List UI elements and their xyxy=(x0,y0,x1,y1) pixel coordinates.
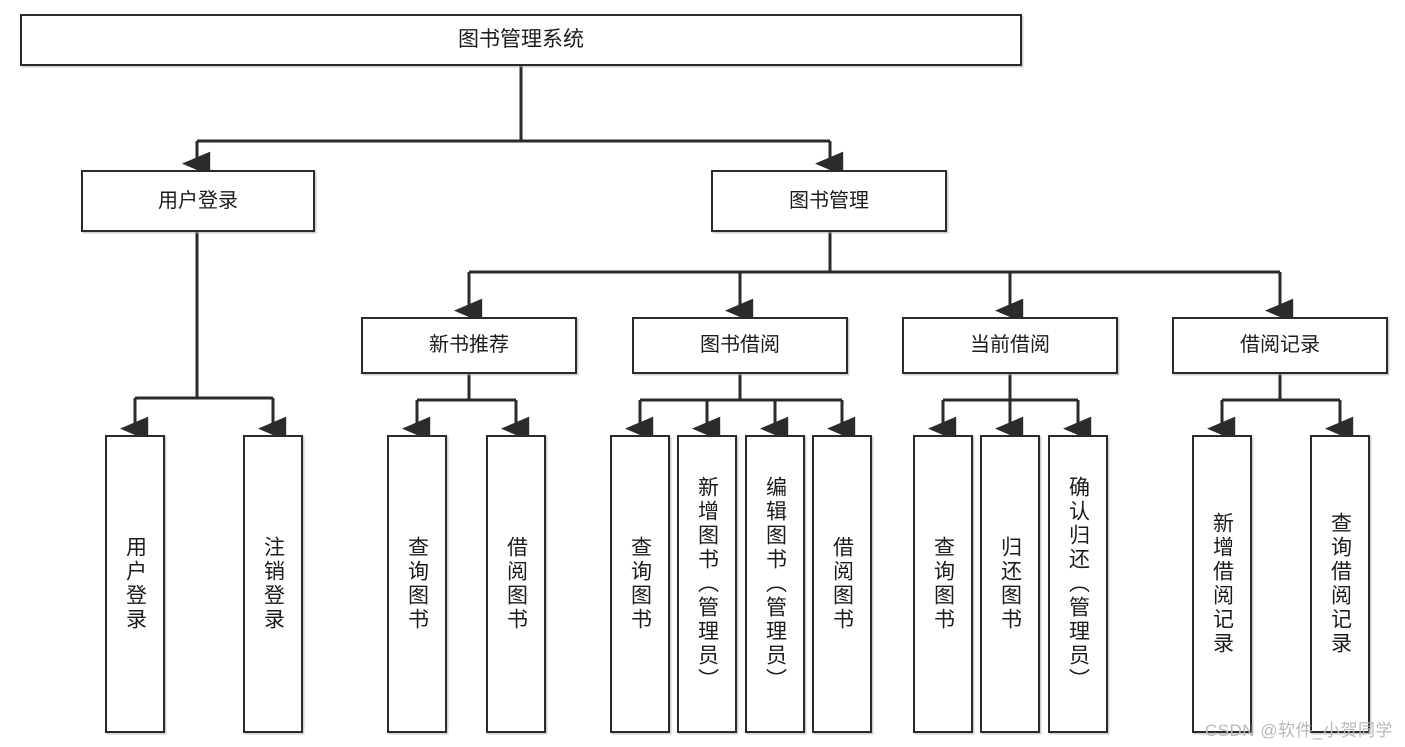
node-leaf-nbr-query-book[interactable]: 查询图书 xyxy=(387,435,447,733)
node-root-book-management-system[interactable]: 图书管理系统 xyxy=(20,14,1022,66)
node-label: 图书借阅 xyxy=(700,334,780,356)
node-label: 编辑图书（管理员） xyxy=(763,476,787,692)
node-current-borrow[interactable]: 当前借阅 xyxy=(902,317,1118,374)
node-label: 当前借阅 xyxy=(970,334,1050,356)
node-borrow-record[interactable]: 借阅记录 xyxy=(1172,317,1388,374)
node-label: 归还图书 xyxy=(998,536,1022,632)
node-leaf-bb-query-book[interactable]: 查询图书 xyxy=(610,435,670,733)
node-leaf-bb-add-book[interactable]: 新增图书（管理员） xyxy=(677,435,737,733)
node-label: 新增图书（管理员） xyxy=(695,476,719,692)
watermark-text: CSDN @软件_小贺同学 xyxy=(1204,721,1393,740)
node-label: 借阅图书 xyxy=(504,536,528,632)
node-label: 查询借阅记录 xyxy=(1328,512,1352,656)
node-label: 借阅图书 xyxy=(830,536,854,632)
node-label: 新增借阅记录 xyxy=(1210,512,1234,656)
node-leaf-nbr-borrow-book[interactable]: 借阅图书 xyxy=(486,435,546,733)
node-leaf-cb-return-book[interactable]: 归还图书 xyxy=(980,435,1040,733)
node-label: 用户登录 xyxy=(158,189,238,212)
node-leaf-user-login-signout[interactable]: 注销登录 xyxy=(243,435,303,733)
node-leaf-br-query-record[interactable]: 查询借阅记录 xyxy=(1310,435,1370,733)
node-book-management[interactable]: 图书管理 xyxy=(711,170,947,232)
node-leaf-cb-query-book[interactable]: 查询图书 xyxy=(913,435,973,733)
node-label: 用户登录 xyxy=(123,536,147,632)
node-label: 注销登录 xyxy=(261,536,285,632)
node-leaf-br-add-record[interactable]: 新增借阅记录 xyxy=(1192,435,1252,733)
node-label: 新书推荐 xyxy=(429,334,509,356)
node-label: 图书管理 xyxy=(789,189,869,212)
node-user-login[interactable]: 用户登录 xyxy=(81,170,315,232)
node-leaf-bb-edit-book[interactable]: 编辑图书（管理员） xyxy=(745,435,805,733)
node-label: 查询图书 xyxy=(931,536,955,632)
node-label: 确认归还（管理员） xyxy=(1066,476,1090,692)
node-label: 图书管理系统 xyxy=(458,27,584,51)
node-leaf-bb-borrow-book[interactable]: 借阅图书 xyxy=(812,435,872,733)
node-book-borrow[interactable]: 图书借阅 xyxy=(632,317,848,374)
node-new-book-recommend[interactable]: 新书推荐 xyxy=(361,317,577,374)
node-leaf-cb-confirm-return[interactable]: 确认归还（管理员） xyxy=(1048,435,1108,733)
node-leaf-user-login-signin[interactable]: 用户登录 xyxy=(105,435,165,733)
node-label: 查询图书 xyxy=(628,536,652,632)
node-label: 查询图书 xyxy=(405,536,429,632)
node-label: 借阅记录 xyxy=(1240,334,1320,356)
